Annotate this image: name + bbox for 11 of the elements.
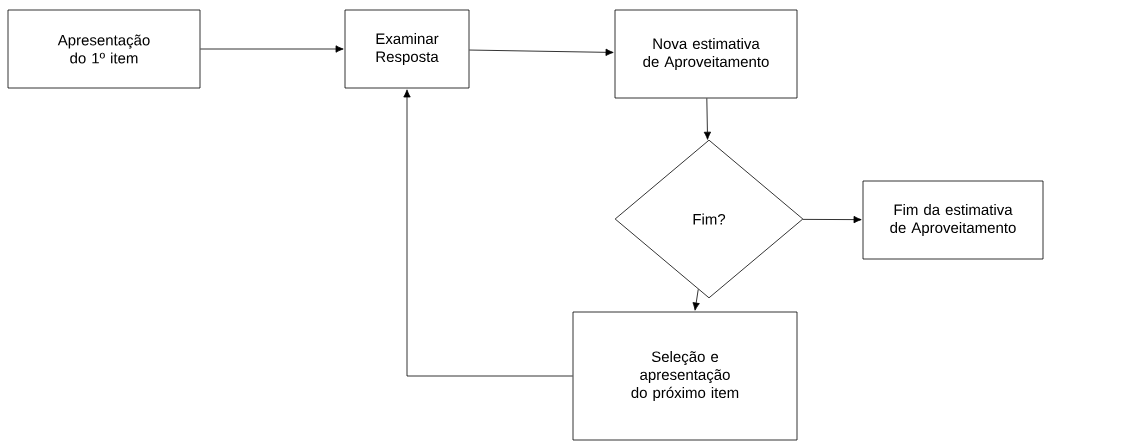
arrow (802, 215, 862, 224)
process-box: Nova estimativa de Aproveitamento (614, 9, 798, 99)
process-box: Apresentação do 1º item (7, 9, 201, 89)
process-box: Examinar Resposta (344, 9, 470, 89)
process-box: Fim da estimativa de Aproveitamento (862, 180, 1044, 260)
arrow (692, 288, 700, 311)
arrow (403, 89, 573, 377)
arrow (703, 98, 712, 140)
arrow (200, 45, 344, 53)
process-box: Seleção e apresentação do próximo item (572, 311, 798, 441)
arrow (469, 48, 614, 56)
